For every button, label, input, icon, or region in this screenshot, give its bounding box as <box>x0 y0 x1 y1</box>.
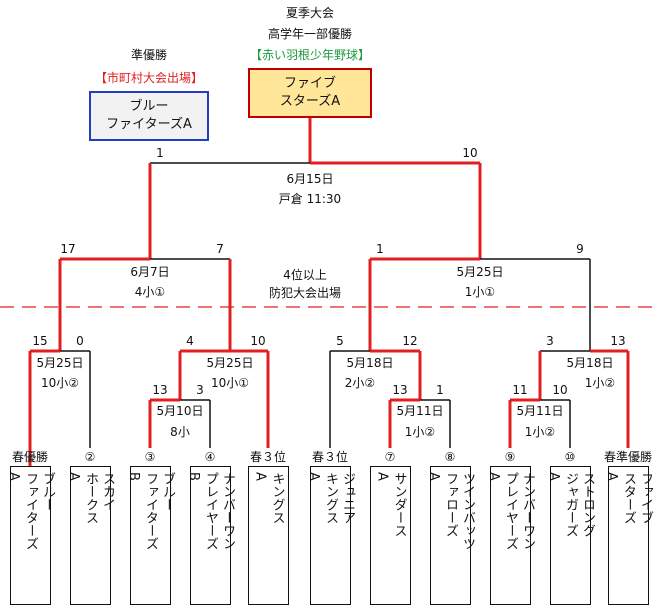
sf-left-date: 6月7日 <box>130 265 170 279</box>
champion-box: ファイブ スターズA <box>248 68 372 118</box>
sf-right-venue: 1小① <box>464 285 496 299</box>
seed-label-11: 春準優勝 <box>603 450 653 464</box>
header-title: 夏季大会 <box>285 6 335 20</box>
q1-venue: 10小② <box>40 376 80 390</box>
seed-label-9: ⑨ <box>504 450 516 464</box>
team-name-3: ブルー ファイターズ B <box>126 472 175 550</box>
q2-score-right: 10 <box>250 334 266 348</box>
team-name-2: スカイ ホークス A <box>66 472 115 524</box>
final-venue: 戸倉 11:30 <box>278 192 342 206</box>
team-name-6: ジュニア キングス A <box>306 472 355 524</box>
seed-label-3: ③ <box>144 450 156 464</box>
q4a-score-left: 11 <box>512 383 528 397</box>
sf-right-score-right: 9 <box>576 242 584 256</box>
team-box-4: ナンバーワン プレイヤーズ B <box>186 466 235 605</box>
q4-score-right: 13 <box>610 334 626 348</box>
sf-right-date: 5月25日 <box>456 265 504 279</box>
sf-right-score-left: 1 <box>376 242 384 256</box>
sf-left-venue: 4小① <box>134 285 166 299</box>
q3-score-left: 5 <box>336 334 344 348</box>
q4-venue: 1小② <box>584 376 616 390</box>
seed-label-4: ④ <box>204 450 216 464</box>
team-box-8: ツインバッツ ファローズ A <box>426 466 475 605</box>
seed-label-10: ⑩ <box>564 450 576 464</box>
seed-label-8: ⑧ <box>444 450 456 464</box>
team-box-2: スカイ ホークス A <box>66 466 115 605</box>
final-score-left: 1 <box>156 146 164 160</box>
q3-venue: 2小② <box>344 376 376 390</box>
team-name-7: サンダース A <box>374 472 407 537</box>
q3a-score-left: 13 <box>392 383 408 397</box>
q2-venue: 10小① <box>210 376 250 390</box>
q3a-date: 5月11日 <box>396 404 444 418</box>
sf-left-score-left: 17 <box>60 242 76 256</box>
seed-label-5: 春３位 <box>249 450 287 464</box>
q3-date: 5月18日 <box>346 356 394 370</box>
champion-name-line2: スターズA <box>279 94 341 109</box>
seed-label-2: ② <box>84 450 96 464</box>
q3-score-right: 12 <box>402 334 418 348</box>
q2a-date: 5月10日 <box>156 404 204 418</box>
team-box-10: ストロング ジャガーズ A <box>546 466 595 605</box>
team-name-4: ナンバーワン プレイヤーズ B <box>186 472 235 550</box>
team-name-11: ファイブ スターズ A <box>604 472 653 524</box>
final-score-right: 10 <box>462 146 478 160</box>
runner-up-note: 【市町村大会出場】 <box>94 71 204 85</box>
q3a-venue: 1小② <box>404 425 436 439</box>
tournament-name: 【赤い羽根少年野球】 <box>249 48 371 62</box>
team-box-9: ナンバーワン プレイヤーズ A <box>486 466 535 605</box>
q4a-date: 5月11日 <box>516 404 564 418</box>
runner-up-label: 準優勝 <box>130 48 168 62</box>
team-name-5: キングス A <box>252 472 285 524</box>
q4-date: 5月18日 <box>566 356 614 370</box>
q2a-venue: 8小 <box>170 425 190 439</box>
team-box-7: サンダース A <box>370 466 411 605</box>
runner-up-name-line1: ブルー <box>129 99 169 114</box>
team-name-10: ストロング ジャガーズ A <box>546 472 595 537</box>
q1-date: 5月25日 <box>36 356 84 370</box>
q2a-score-right: 3 <box>196 383 204 397</box>
qualify-note-line1: 4位以上 <box>283 268 327 282</box>
runner-up-name-line2: ファイターズA <box>106 117 192 132</box>
final-date: 6月15日 <box>286 172 334 186</box>
q4a-score-right: 10 <box>552 383 568 397</box>
q1-score-left: 15 <box>32 334 48 348</box>
q4a-venue: 1小② <box>524 425 556 439</box>
q4-score-left: 3 <box>546 334 554 348</box>
team-name-9: ナンバーワン プレイヤーズ A <box>486 472 535 550</box>
q2a-score-left: 13 <box>152 383 168 397</box>
team-box-5: キングス A <box>248 466 289 605</box>
seed-label-1: 春優勝 <box>11 450 49 464</box>
q2-date: 5月25日 <box>206 356 254 370</box>
qualify-note-line2: 防犯大会出場 <box>268 286 342 300</box>
q3a-score-right: 1 <box>436 383 444 397</box>
champion-name-line1: ファイブ <box>283 76 336 91</box>
seed-label-7: ⑦ <box>384 450 396 464</box>
q1-score-right: 0 <box>76 334 84 348</box>
runner-up-box: ブルー ファイターズA <box>89 91 209 141</box>
team-name-1: ブルー ファイターズ A <box>6 472 55 550</box>
team-name-8: ツインバッツ ファローズ A <box>426 472 475 550</box>
seed-label-6: 春３位 <box>311 450 349 464</box>
team-box-3: ブルー ファイターズ B <box>126 466 175 605</box>
team-box-1: ブルー ファイターズ A <box>6 466 55 605</box>
sf-left-score-right: 7 <box>216 242 224 256</box>
team-box-11: ファイブ スターズ A <box>604 466 653 605</box>
team-box-6: ジュニア キングス A <box>306 466 355 605</box>
q2-score-left: 4 <box>186 334 194 348</box>
header-subtitle: 高学年一部優勝 <box>267 27 353 41</box>
